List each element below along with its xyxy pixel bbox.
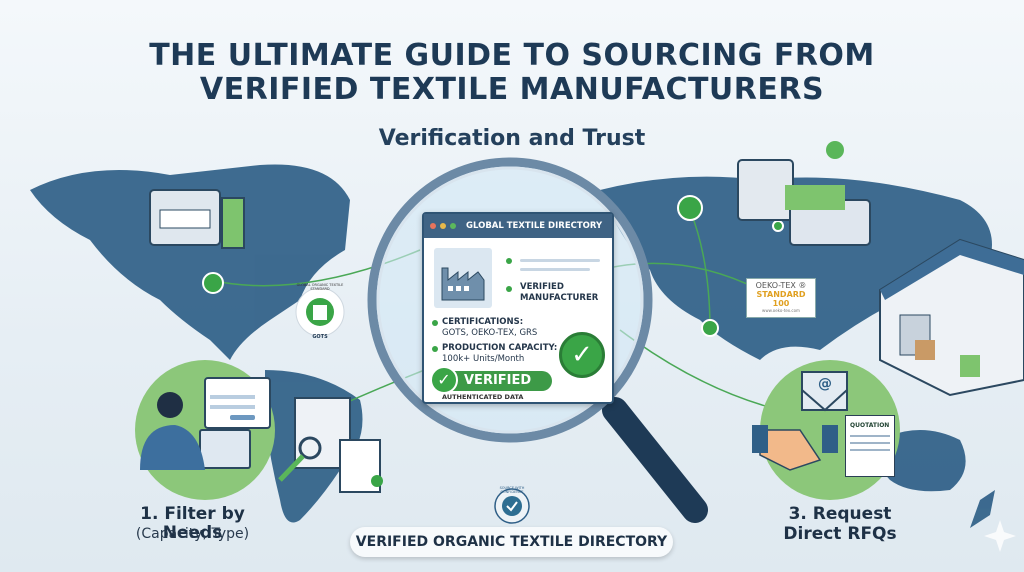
step-3-title: 3. Request — [788, 504, 892, 524]
authenticated-label: AUTHENTICATED DATA — [442, 393, 524, 401]
oeko-standard: STANDARD 100 — [756, 290, 806, 308]
filter-panel-icon — [204, 377, 271, 429]
factory-icon — [434, 248, 492, 308]
sparkle-icon — [984, 520, 1016, 552]
warehouse-icon — [879, 238, 1024, 397]
page-title-line2: VERIFIED TEXTILE MANUFACTURERS — [199, 72, 825, 107]
quotation-label: QUOTATION — [850, 422, 890, 429]
step-1-subtitle: (Capacity, Type) — [135, 526, 250, 542]
window-title: GLOBAL TEXTILE DIRECTORY — [466, 221, 603, 231]
verified-line2: MANUFACTURER — [520, 293, 599, 303]
quotation-document: QUOTATION — [845, 415, 895, 477]
check-node-icon — [677, 195, 703, 221]
clipboard-report-icon — [278, 397, 383, 493]
verified-rosette-icon: ✓ — [559, 332, 605, 378]
oeko-title: OEKO-TEX ® — [755, 281, 807, 290]
window-titlebar: GLOBAL TEXTILE DIRECTORY — [424, 214, 612, 238]
check-icon: ✓ — [430, 366, 458, 394]
europe-asia — [600, 176, 992, 360]
envelope-icon — [801, 371, 848, 412]
verified-badge: VERIFIED — [434, 371, 552, 391]
gots-label: GOTS — [312, 334, 328, 340]
oeko-tex-label: OEKO-TEX ® STANDARD 100 www.oeko-tex.com — [746, 278, 816, 318]
seal-text: SOURCE WITH CONFIDENCE — [499, 486, 525, 494]
laptop-icon — [199, 429, 251, 469]
verified-line1: VERIFIED — [520, 282, 564, 292]
certifications-value: GOTS, OEKO-TEX, GRS — [442, 328, 538, 338]
knitting-machine-icon — [149, 189, 245, 249]
capacity-value: 100k+ Units/Month — [442, 354, 525, 364]
capacity-label: PRODUCTION CAPACITY: — [442, 343, 558, 353]
subtitle: Verification and Trust — [378, 126, 646, 151]
directory-card: GLOBAL TEXTILE DIRECTORY VERIFIED MANUFA… — [422, 212, 614, 404]
north-america — [30, 164, 350, 360]
australia — [878, 430, 966, 492]
at-icon: @ — [818, 376, 832, 392]
gear-icon — [826, 141, 844, 159]
certifications-label: CERTIFICATIONS: — [442, 317, 524, 327]
bottom-banner: VERIFIED ORGANIC TEXTILE DIRECTORY — [350, 527, 673, 557]
magnifier-handle — [602, 397, 708, 523]
handshake-icon — [752, 425, 838, 471]
person-icon — [157, 392, 183, 418]
oeko-url: www.oeko-tex.com — [762, 308, 800, 313]
step-3-title-line2: Direct RFQs — [783, 524, 897, 544]
gots-ring-text: GLOBAL ORGANIC TEXTILE STANDARD — [296, 283, 344, 291]
step-1-title: 1. Filter by Needs — [140, 504, 245, 543]
check-node-icon — [202, 272, 224, 294]
printing-machine-icon — [737, 141, 871, 246]
page-title-line1: THE ULTIMATE GUIDE TO SOURCING FROM — [149, 38, 875, 73]
new-zealand — [970, 490, 995, 528]
